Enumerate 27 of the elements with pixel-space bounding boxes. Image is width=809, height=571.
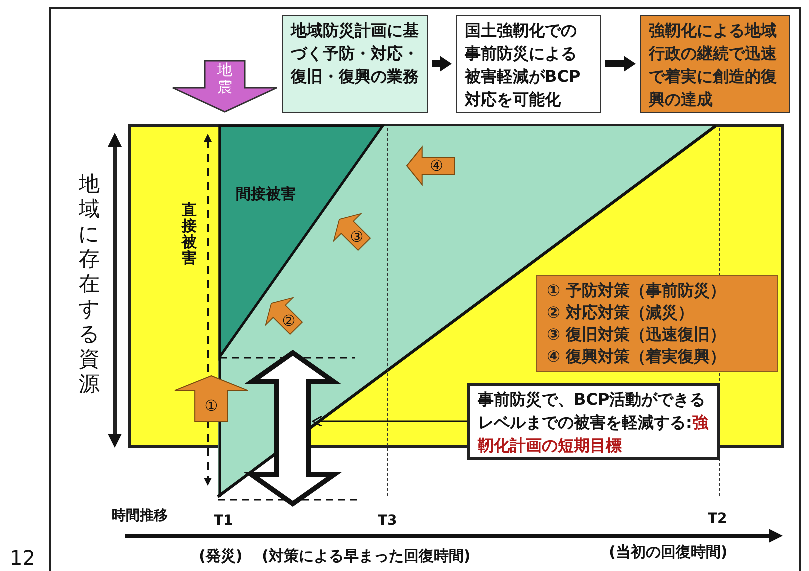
tick-label: T3 — [378, 513, 398, 529]
text-box: 強靭化による地域行政の継続で迅速で着実に創造的復興の達成 — [640, 15, 790, 113]
page-number: 12 — [10, 546, 36, 570]
list-item: ④ 復興対策（着実復興） — [547, 346, 728, 368]
axis-label: 時間推移 — [112, 507, 168, 525]
note-text: (発災) — [199, 547, 243, 566]
arrow — [432, 56, 452, 72]
note-text: (対策による早まった回復時間) — [262, 547, 471, 566]
tick-label: T1 — [214, 513, 234, 529]
axis-label: 地域に存在する資源 — [78, 172, 101, 397]
region-label: 直接被害 — [181, 202, 198, 266]
note-text: (当初の回復時間) — [609, 543, 728, 562]
region-label: 間接被害 — [236, 185, 296, 204]
arrow — [605, 56, 636, 72]
leader-line — [312, 416, 467, 428]
list-item: ③ 復旧対策（迅速復旧） — [547, 324, 728, 346]
step-marker: ① — [175, 376, 248, 422]
callout-text: 事前防災で、BCP活動ができるレベルまでの被害を軽減する:強靭化計画の短期目標 — [478, 389, 709, 457]
step-marker: ④ — [407, 147, 455, 185]
text-box: 国土強靭化での事前防災による被害軽減がBCP対応を可能化 — [456, 15, 601, 113]
list-box — [536, 275, 778, 372]
earthquake-arrow: 地震 — [172, 60, 278, 113]
text-box: 地域防災計画に基づく予防・対応・復旧・復興の業務 — [282, 15, 428, 113]
tick-label: T2 — [708, 511, 728, 527]
list-item: ① 予防対策（事前防災） — [547, 280, 728, 302]
list-item: ② 対応対策（減災） — [547, 302, 696, 324]
callout-box — [467, 383, 720, 460]
